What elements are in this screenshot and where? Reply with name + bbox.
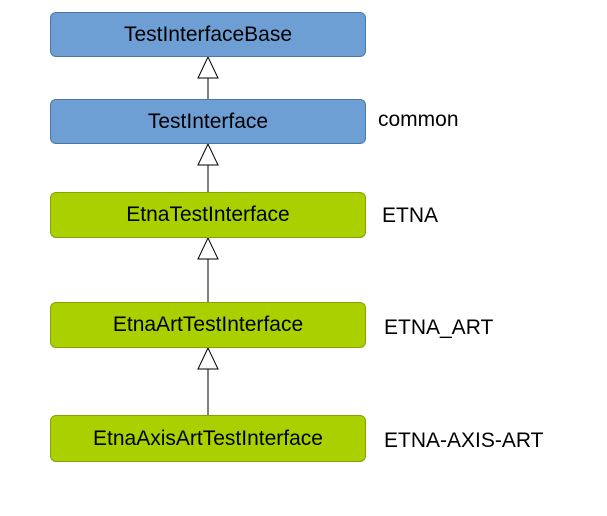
- inheritance-arrowhead: [197, 55, 219, 79]
- inheritance-arrowhead: [197, 142, 219, 166]
- node-etna-art-test-interface: EtnaArtTestInterface: [50, 302, 366, 348]
- inheritance-arrowhead: [197, 346, 219, 370]
- node-etna-test-interface: EtnaTestInterface: [50, 192, 366, 238]
- node-label: TestInterface: [147, 109, 269, 133]
- layer-label-etna: ETNA: [382, 204, 439, 227]
- layer-label-common: common: [378, 108, 459, 131]
- node-test-interface-base: TestInterfaceBase: [50, 12, 366, 57]
- node-test-interface: TestInterface: [50, 99, 366, 144]
- inheritance-arrowhead: [197, 236, 219, 260]
- edge-etna-axis-art-to-etna-art: [197, 346, 219, 415]
- node-label: EtnaAxisArtTestInterface: [93, 426, 323, 450]
- node-etna-axis-art-test-interface: EtnaAxisArtTestInterface: [50, 415, 366, 462]
- edge-etna-art-to-etna: [197, 236, 219, 302]
- edge-test-interface-to-base: [197, 55, 219, 99]
- node-label: EtnaArtTestInterface: [112, 313, 304, 336]
- node-label: TestInterfaceBase: [123, 22, 293, 46]
- layer-label-etna-art: ETNA_ART: [384, 316, 494, 339]
- node-label: EtnaTestInterface: [126, 203, 290, 226]
- edge-etna-to-test-interface: [197, 142, 219, 192]
- layer-label-etna-axis-art: ETNA-AXIS-ART: [384, 429, 544, 452]
